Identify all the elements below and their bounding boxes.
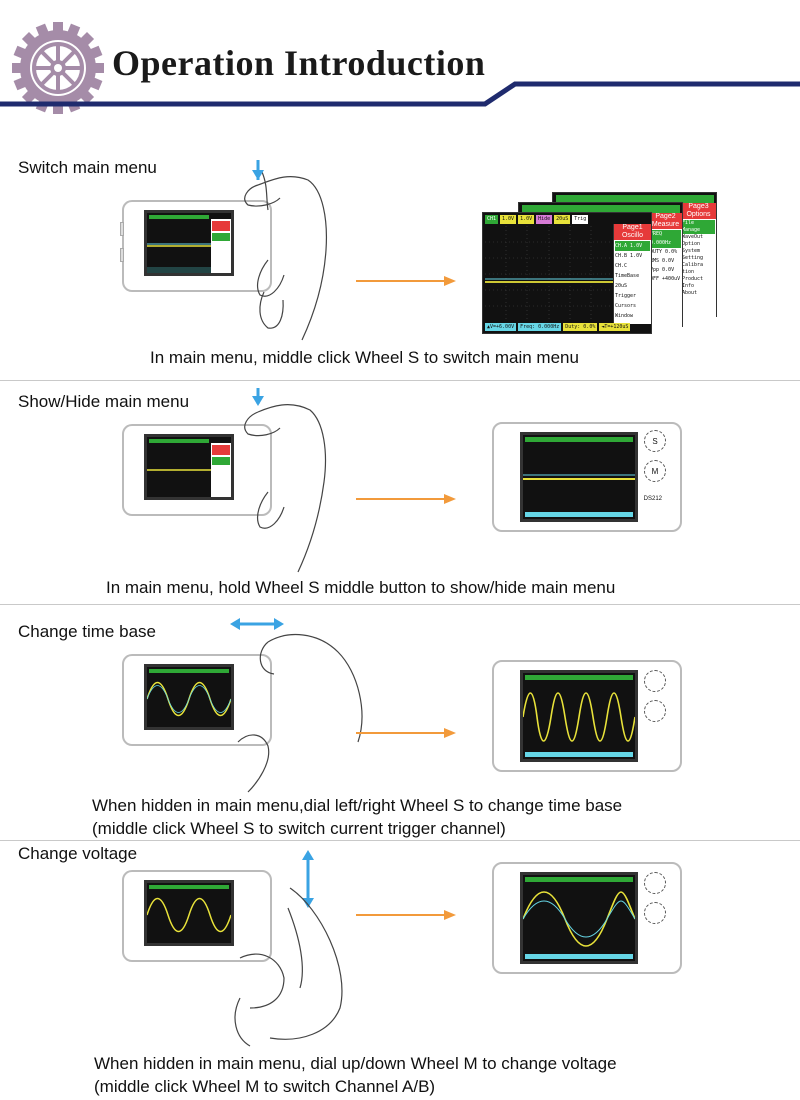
screen-waveform (146, 667, 232, 727)
menu-item[interactable]: Cursors (615, 303, 637, 309)
page-header: Operation Introduction (0, 0, 800, 115)
section-change-time-base: Change time base (0, 606, 800, 838)
menu-item[interactable]: Trigger (615, 293, 637, 299)
wheel-m[interactable] (644, 700, 666, 722)
right-arrow-icon (356, 910, 456, 920)
side-button (120, 248, 124, 262)
header-underline (0, 81, 800, 107)
menu-item[interactable]: CH.C (615, 263, 628, 269)
section-divider (0, 380, 800, 381)
hand-illustration (234, 850, 343, 1047)
device-screen (144, 664, 234, 730)
status-chip: CH1 (485, 215, 499, 224)
section-change-voltage: Change voltage (0, 842, 800, 1100)
wheel-s[interactable]: S (644, 430, 666, 452)
section-switch-main-menu: Switch main menu (0, 150, 800, 380)
screen-waveform (522, 673, 636, 759)
status-chip: 20uS (554, 215, 571, 224)
status-chip: Trig (572, 215, 589, 224)
wheel-s[interactable] (644, 872, 666, 894)
section-title: Switch main menu (18, 158, 157, 177)
section-caption-line-2: (middle click Wheel M to switch Channel … (94, 1077, 436, 1096)
menu-item[interactable]: About (682, 290, 698, 296)
gear-icon (12, 22, 104, 114)
right-arrow-icon (356, 494, 456, 504)
wheel-s[interactable] (644, 670, 666, 692)
menu-page-name: Measure (651, 221, 680, 228)
menu-item[interactable]: Product Info (682, 276, 704, 289)
page-title: Operation Introduction (112, 43, 486, 83)
menu-page-1: CH1 1.0V 1.0V Hide 20uS Trig (482, 212, 652, 334)
menu-item[interactable]: DUTY 0.0% (650, 249, 678, 255)
menu-pages-illustration: Page3 Options File Manage WaveOut Option… (482, 192, 717, 337)
screen-waveform (147, 213, 231, 273)
menu-page-name: Oscillo (621, 232, 643, 239)
section-caption: In main menu, hold Wheel S middle button… (106, 578, 616, 597)
menu-page-label: Page1 (622, 224, 643, 231)
menu-item[interactable]: Calibra tion (682, 262, 704, 275)
menu-item[interactable]: TimeBase 20uS (615, 273, 640, 289)
device-screen (520, 432, 638, 522)
right-arrow-icon (356, 728, 456, 738)
screen-waveform (146, 883, 232, 943)
top-status-bar: CH1 1.0V 1.0V Hide 20uS Trig (485, 215, 649, 224)
status-chip: Freq: 0.000Hz (518, 323, 562, 331)
wheel-m[interactable] (644, 902, 666, 924)
hand-illustration (230, 618, 363, 793)
menu-item[interactable]: OFF +400uV (650, 276, 681, 282)
right-arrow-icon (356, 276, 456, 286)
menu-item[interactable]: RMS 0.0V (650, 258, 675, 264)
device-screen (144, 210, 234, 276)
menu-item[interactable]: CH.A 1.0V (615, 241, 650, 251)
section-caption-line-1: When hidden in main menu,dial left/right… (92, 796, 623, 815)
screen-waveform (523, 435, 635, 519)
menu-item[interactable]: WaveOut Option (682, 234, 704, 247)
menu-item[interactable]: Vpp 0.0V (650, 267, 675, 273)
bottom-status-bar: ▲V=+6.00V Freq: 0.000Hz Duty: 0.0% ◄T=+1… (485, 323, 649, 331)
status-chip: ◄T=+120uS (599, 323, 631, 331)
section-divider (0, 840, 800, 841)
device-ds212 (122, 870, 272, 962)
section-divider (0, 604, 800, 605)
status-chip: Hide (536, 215, 553, 224)
device-screen (144, 434, 234, 500)
section-caption-line-1: When hidden in main menu, dial up/down W… (94, 1054, 617, 1073)
wheel-m[interactable]: M (644, 460, 666, 482)
status-chip: 1.0V (500, 215, 517, 224)
device-ds212: S M DS212 (492, 422, 682, 532)
menu-page-label: Page3 (688, 203, 709, 210)
section-show-hide-menu: Show/Hide main menu (0, 382, 800, 604)
screen-waveform (147, 437, 231, 497)
device-screen (520, 670, 638, 762)
device-ds212 (122, 654, 272, 746)
model-label: DS212 (643, 496, 662, 502)
menu-item[interactable]: File Manage (682, 220, 715, 234)
status-chip: Duty: 0.0% (563, 323, 598, 331)
device-ds212 (120, 200, 272, 292)
menu-item[interactable]: CH.B 1.0V (615, 253, 643, 259)
section-title: Change time base (18, 622, 156, 641)
device-screen (144, 880, 234, 946)
device-ds212 (492, 862, 682, 974)
hand-illustration (244, 160, 328, 341)
status-chip: 1.0V (518, 215, 535, 224)
screen-waveform (485, 226, 613, 322)
menu-item[interactable]: FREQ 0.000Hz (650, 230, 681, 248)
device-screen (520, 872, 638, 964)
section-title: Change voltage (18, 844, 138, 863)
section-caption: In main menu, middle click Wheel S to sw… (150, 348, 579, 367)
section-caption-line-2: (middle click Wheel S to switch current … (92, 819, 506, 838)
menu-page-name: Options (686, 211, 711, 218)
status-chip: ▲V=+6.00V (485, 323, 517, 331)
screen-waveform (522, 875, 636, 961)
section-title: Show/Hide main menu (18, 392, 190, 411)
menu-item[interactable]: Window (615, 313, 634, 319)
device-ds212 (492, 660, 682, 772)
device-ds212 (122, 424, 272, 516)
menu-page-label: Page2 (655, 213, 676, 220)
menu-item[interactable]: System Setting (682, 248, 704, 261)
side-button (120, 222, 124, 236)
hand-illustration (244, 388, 327, 573)
